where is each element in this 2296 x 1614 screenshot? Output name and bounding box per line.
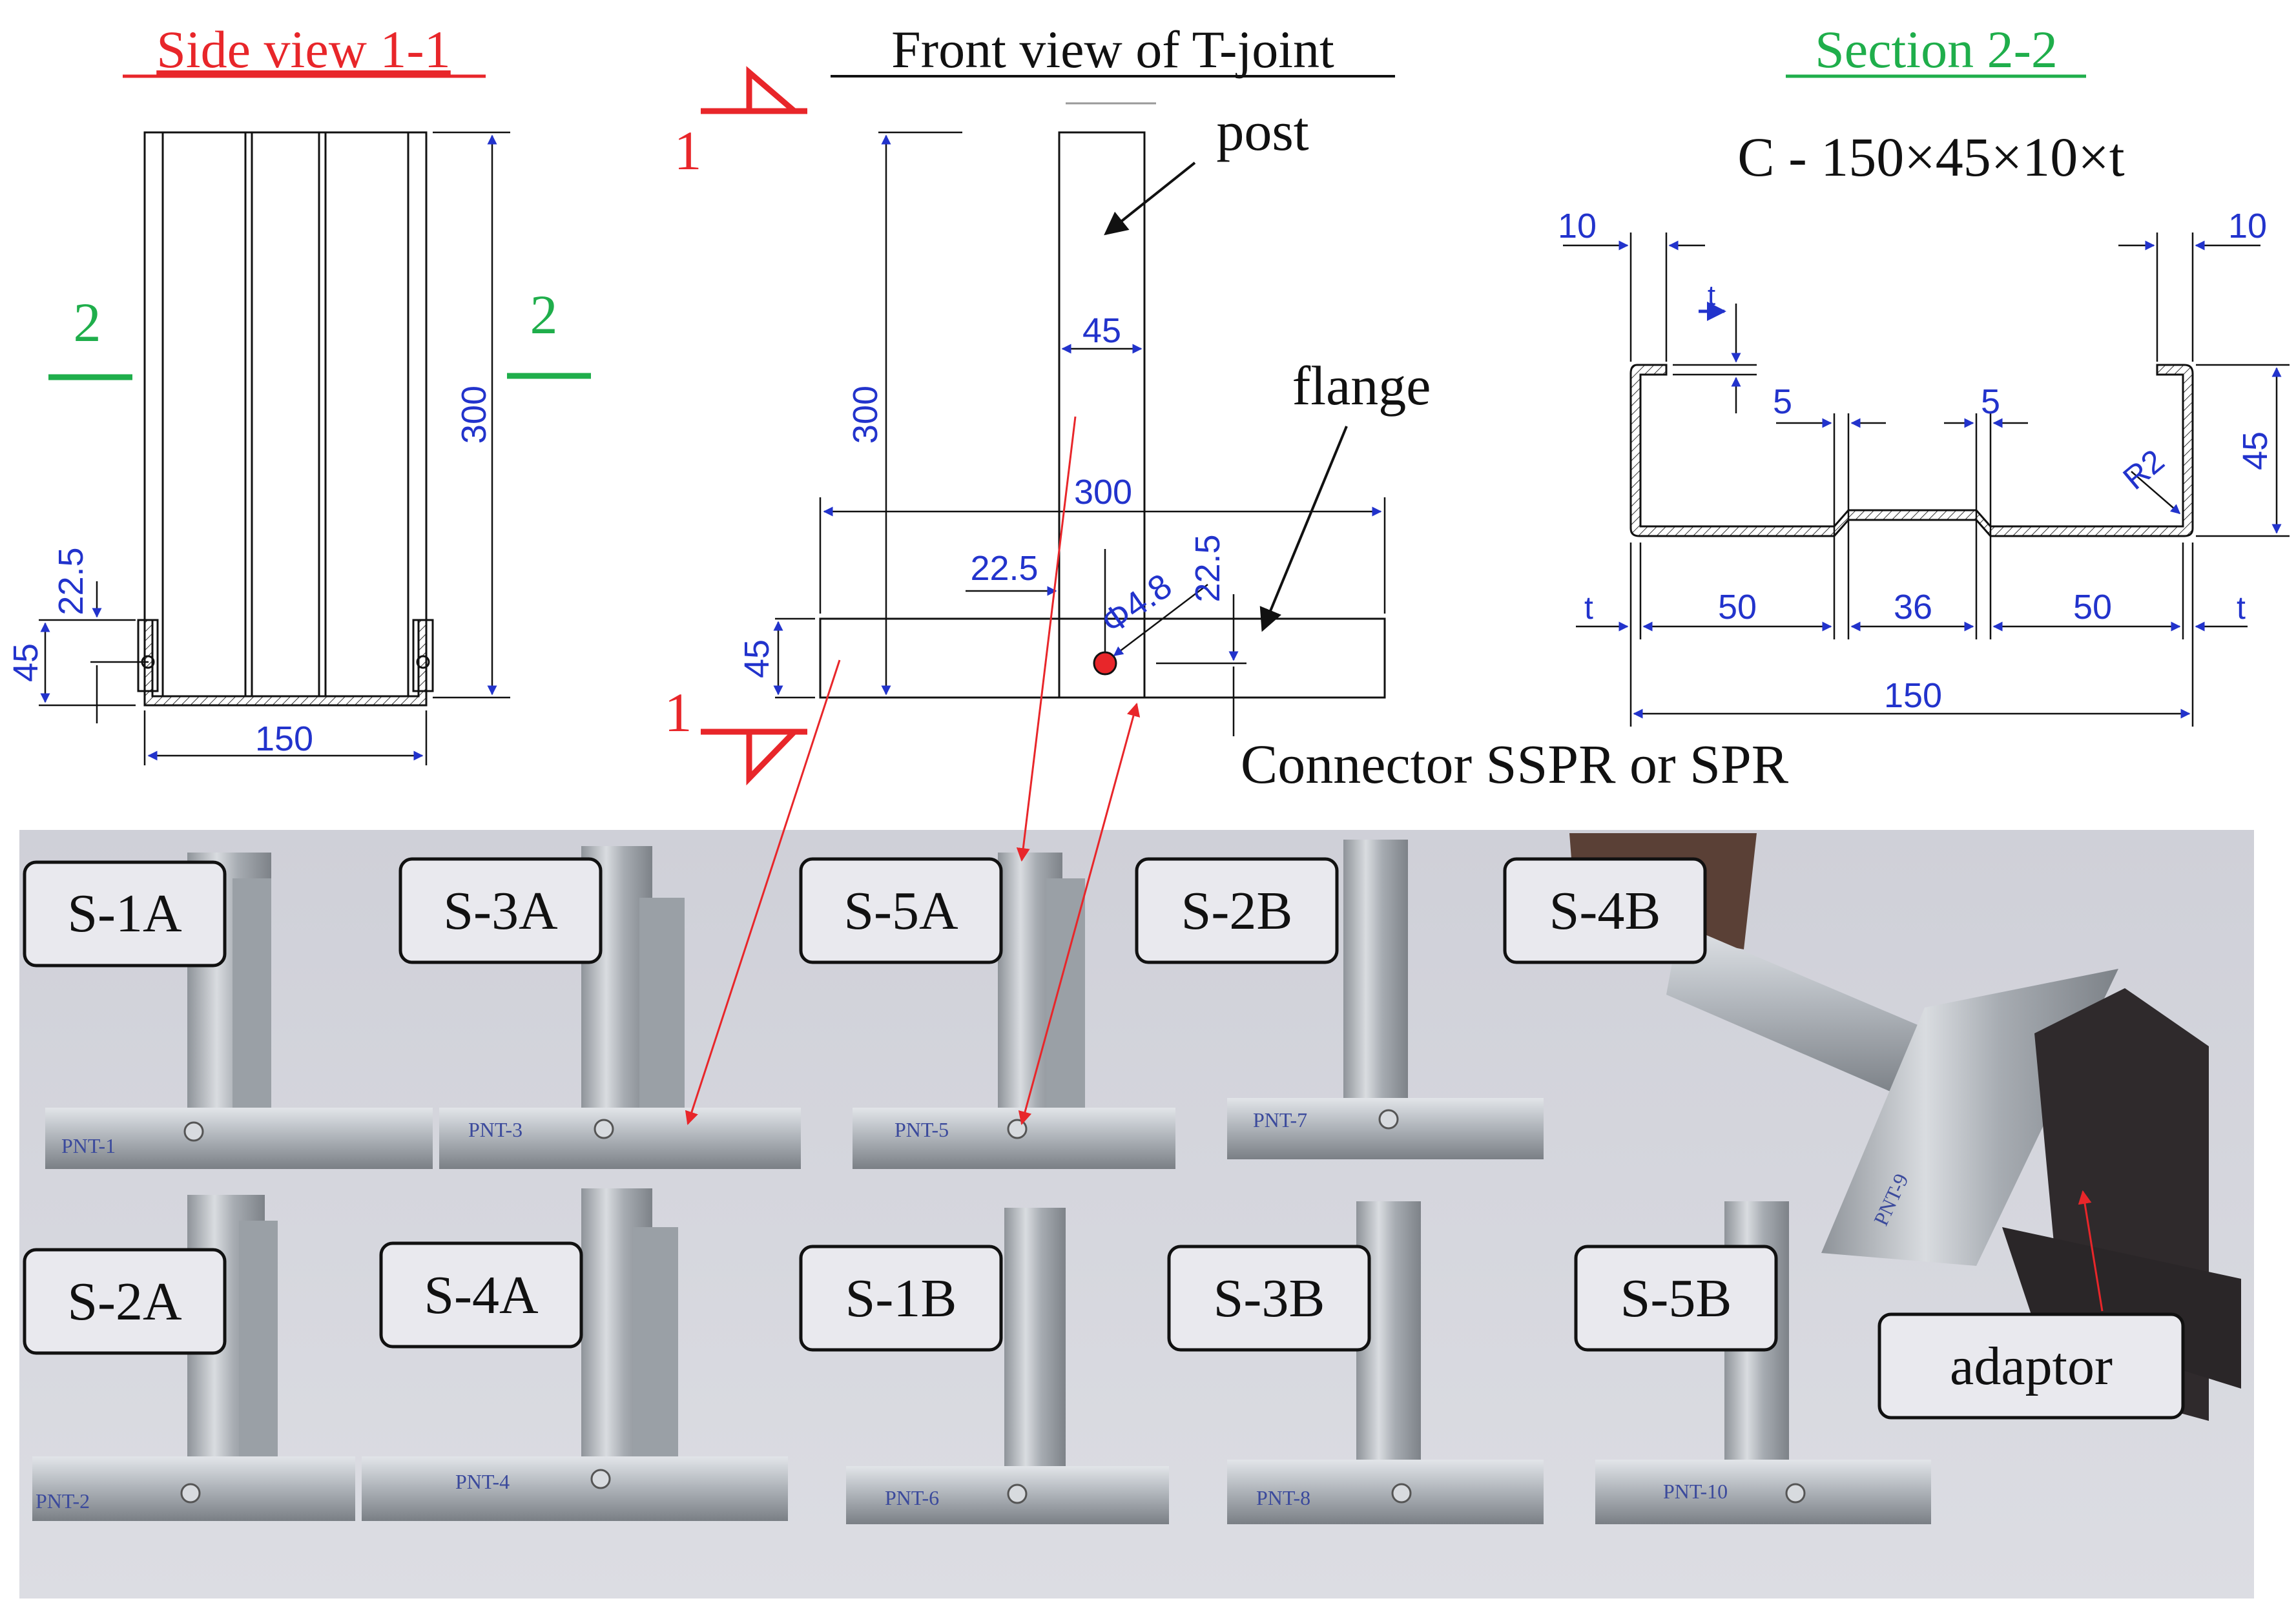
front-view-dim-offset-left: 22.5 [970, 549, 1038, 588]
label-S-3B: S-3B [1214, 1268, 1325, 1329]
cut-marker-bottom-symbol [701, 729, 807, 786]
label-S-2B: S-2B [1181, 881, 1293, 941]
cut-marker-top-symbol [701, 66, 807, 114]
label-box-S-4B: S-4B [1503, 857, 1707, 964]
specimen-S-3B [1227, 1201, 1544, 1524]
front-view-dim-height: 300 [846, 386, 885, 444]
specimen-labels: S-1A S-3A S-5A S-2B S-4B S-2A [23, 857, 2185, 1420]
section-dim-t-right: t [2237, 590, 2246, 626]
side-view-dim-offset: 22.5 [52, 547, 90, 615]
section-dim-groove-right: 5 [1981, 382, 2000, 421]
section-dimensions [1563, 233, 2290, 727]
cut-marker-top: 1 [674, 119, 702, 181]
label-S-1A: S-1A [67, 884, 182, 944]
label-connector: Connector SSPR or SPR [1241, 733, 1789, 795]
section-dim-radius: R2 [2116, 442, 2171, 497]
label-S-5A: S-5A [843, 881, 958, 941]
handwriting-3: PNT-3 [468, 1118, 522, 1141]
handwriting-6: PNT-6 [885, 1486, 939, 1509]
label-box-S-1B: S-1B [799, 1245, 1003, 1352]
label-S-2A: S-2A [67, 1272, 182, 1332]
front-view-dim-post-width: 45 [1082, 311, 1121, 350]
section-dim-groove-left: 5 [1773, 382, 1792, 421]
label-adaptor: adaptor [1950, 1336, 2113, 1396]
label-box-S-1A: S-1A [23, 860, 227, 967]
label-box-S-5B: S-5B [1574, 1245, 1778, 1352]
front-view-dimensions [773, 131, 1386, 736]
drawing-to-photo-arrows [685, 416, 2104, 1312]
front-view: Front view of T-joint 1 1 [665, 20, 1789, 795]
c-section-profile [1629, 364, 2194, 537]
front-view-dim-diameter: Φ4.8 [1094, 566, 1179, 642]
side-view: Side view 1-1 2 2 [6, 20, 591, 765]
section-dim-height: 45 [2236, 431, 2275, 470]
section-dim-lip-right: 10 [2228, 207, 2267, 245]
label-box-S-2B: S-2B [1135, 857, 1339, 964]
label-flange-arrow [1259, 426, 1348, 632]
specimen-S-1A [45, 853, 433, 1169]
side-view-dimensions [39, 131, 510, 765]
label-box-S-2A: S-2A [23, 1248, 227, 1355]
side-view-post-outline [143, 131, 428, 699]
label-post: post [1216, 100, 1308, 162]
section-marker-right: 2 [530, 284, 558, 346]
handwriting-1: PNT-1 [61, 1134, 116, 1157]
connector-dot [1093, 651, 1117, 676]
section-designation: C - 150×45×10×t [1737, 126, 2125, 188]
front-view-dim-flange: 45 [738, 639, 776, 678]
section-dim-lip-left: 10 [1558, 207, 1597, 245]
section-dim-t-top: t [1708, 280, 1715, 311]
side-view-dim-flange: 45 [6, 643, 45, 682]
handwriting-10: PNT-10 [1663, 1480, 1728, 1503]
label-S-4A: S-4A [424, 1265, 539, 1325]
label-post-arrow [1104, 161, 1196, 236]
label-flange: flange [1292, 355, 1431, 417]
label-box-S-3B: S-3B [1167, 1245, 1371, 1352]
handwriting-2: PNT-2 [36, 1489, 90, 1513]
section-dim-seg-left: 50 [1718, 588, 1757, 626]
side-view-dim-height: 300 [455, 386, 493, 444]
specimen-S-4A [362, 1188, 788, 1521]
front-view-dim-flange-length: 300 [1074, 473, 1132, 512]
handwriting-8: PNT-8 [1256, 1486, 1310, 1509]
specimen-S-2B [1227, 840, 1544, 1159]
section-view: Section 2-2 C - 150×45×10×t [1558, 20, 2290, 727]
front-view-dim-offset-right: 22.5 [1188, 534, 1227, 602]
specimen-photo: PNT-1 PNT-3 PNT-5 PNT-7 PNT-9 PNT-2 PNT-… [19, 416, 2254, 1598]
label-S-1B: S-1B [845, 1268, 957, 1329]
section-dim-t-left: t [1584, 590, 1593, 626]
section-dim-total: 150 [1884, 676, 1942, 715]
label-S-3A: S-3A [443, 881, 558, 941]
label-box-adaptor: adaptor [1877, 1312, 2185, 1420]
side-view-dim-width: 150 [255, 719, 313, 758]
section-dim-seg-right: 50 [2073, 588, 2112, 626]
label-S-4B: S-4B [1549, 881, 1661, 941]
handwriting-4: PNT-4 [455, 1470, 510, 1493]
section-dim-seg-mid: 36 [1894, 588, 1932, 626]
label-box-S-4A: S-4A [379, 1241, 583, 1349]
label-S-5B: S-5B [1620, 1268, 1732, 1329]
label-box-S-3A: S-3A [398, 857, 603, 964]
handwriting-7: PNT-7 [1253, 1108, 1307, 1132]
label-box-S-5A: S-5A [799, 857, 1003, 964]
specimen-steel-parts [32, 833, 2241, 1524]
cut-marker-bottom: 1 [665, 681, 692, 743]
handwriting-5: PNT-5 [895, 1118, 949, 1141]
section-title: Section 2-2 [1815, 20, 2058, 79]
specimen-S-1B [846, 1208, 1169, 1524]
side-view-title: Side view 1-1 [156, 20, 450, 79]
section-marker-left: 2 [74, 291, 101, 353]
side-view-flange-section [137, 619, 434, 707]
front-view-title: Front view of T-joint [891, 20, 1334, 79]
front-view-flange [819, 617, 1386, 699]
